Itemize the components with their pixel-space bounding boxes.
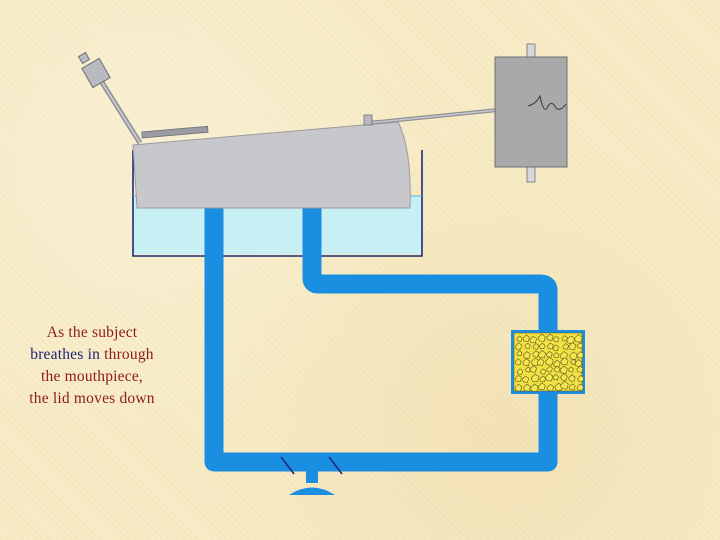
- breathing-tube: [204, 208, 558, 472]
- soda-lime-granule: [516, 335, 523, 342]
- soda-lime-granule: [566, 335, 575, 345]
- soda-lime-granule: [568, 383, 576, 391]
- soda-lime-granule: [574, 359, 583, 368]
- soda-lime-granule: [539, 375, 546, 383]
- caption-through: through: [100, 346, 154, 363]
- soda-lime-granule: [529, 365, 537, 373]
- soda-lime-granule: [553, 335, 560, 343]
- soda-lime-granule: [546, 342, 554, 350]
- soda-lime-granule: [553, 359, 561, 368]
- soda-lime-granule: [574, 334, 583, 343]
- soda-lime-granule: [546, 365, 553, 373]
- soda-lime-granule: [522, 351, 531, 359]
- soda-lime-granule: [552, 344, 559, 351]
- soda-lime-canister-icon: [511, 330, 585, 394]
- soda-lime-granule: [521, 375, 530, 383]
- caption-line-3: the mouthpiece,: [41, 368, 143, 385]
- soda-lime-granule: [559, 351, 568, 360]
- soda-lime-granule: [529, 335, 537, 344]
- soda-lime-granule: [577, 375, 585, 383]
- soda-lime-granule: [539, 368, 547, 375]
- soda-lime-granule: [560, 380, 569, 390]
- soda-lime-granule: [569, 351, 578, 360]
- soda-lime-granule: [537, 350, 547, 359]
- caption-breathes-in: breathes in: [30, 346, 101, 363]
- soda-lime-granule: [516, 368, 524, 375]
- spirometer-lid: [132, 121, 411, 209]
- soda-lime-granule: [546, 351, 553, 358]
- soda-lime-granule: [516, 350, 523, 357]
- soda-lime-granule: [576, 342, 584, 349]
- kymograph-drum-icon: [494, 43, 568, 183]
- soda-lime-granule: [514, 383, 523, 392]
- soda-lime-granule: [532, 343, 540, 350]
- soda-lime-granule: [546, 384, 555, 392]
- mouthpiece-valve-icon: [77, 51, 143, 145]
- caption-line-4: the lid moves down: [29, 390, 155, 407]
- caption: As the subject breathes in through the m…: [4, 322, 180, 410]
- soda-lime-granule: [552, 374, 559, 381]
- soda-lime-granule: [576, 351, 584, 359]
- soda-lime-granule: [544, 373, 554, 382]
- soda-lime-granule: [537, 333, 546, 342]
- soda-lime-granule: [553, 365, 561, 373]
- caption-line-2: breathes in through: [4, 344, 180, 366]
- soda-lime-granule: [546, 333, 554, 341]
- soda-lime-granule: [576, 365, 584, 373]
- soda-lime-granule: [523, 383, 531, 392]
- soda-lime-granule: [522, 334, 530, 342]
- soda-lime-granule: [559, 365, 568, 374]
- soda-lime-granule: [537, 382, 546, 391]
- soda-lime-granule: [560, 373, 568, 381]
- soda-lime-granule: [562, 343, 569, 350]
- soda-lime-granule: [544, 356, 554, 366]
- soda-lime-granule: [524, 342, 531, 349]
- soda-lime-granule: [568, 366, 574, 373]
- soda-lime-granule: [539, 342, 546, 350]
- mouthpiece: [289, 469, 335, 495]
- inlet-valve: [280, 456, 295, 475]
- caption-line-1: As the subject: [46, 324, 138, 341]
- soda-lime-granule: [522, 358, 531, 367]
- soda-lime-granule: [560, 357, 569, 366]
- spirometer-trace: [527, 94, 567, 110]
- soda-lime-granule: [530, 383, 539, 393]
- soda-lime-granule: [536, 358, 545, 366]
- soda-lime-granule: [568, 374, 576, 382]
- soda-lime-granule: [514, 342, 523, 350]
- soda-lime-granule: [530, 373, 540, 383]
- soda-lime-granule: [514, 358, 522, 366]
- lid-hinge-bar: [141, 125, 209, 139]
- soda-lime-granule: [576, 383, 584, 391]
- outlet-valve: [328, 456, 343, 475]
- soda-lime-granule: [525, 366, 531, 373]
- soda-lime-granule: [514, 374, 522, 382]
- soda-lime-granule: [568, 342, 577, 351]
- water-tank: [132, 150, 423, 257]
- soda-lime-granule: [553, 352, 560, 359]
